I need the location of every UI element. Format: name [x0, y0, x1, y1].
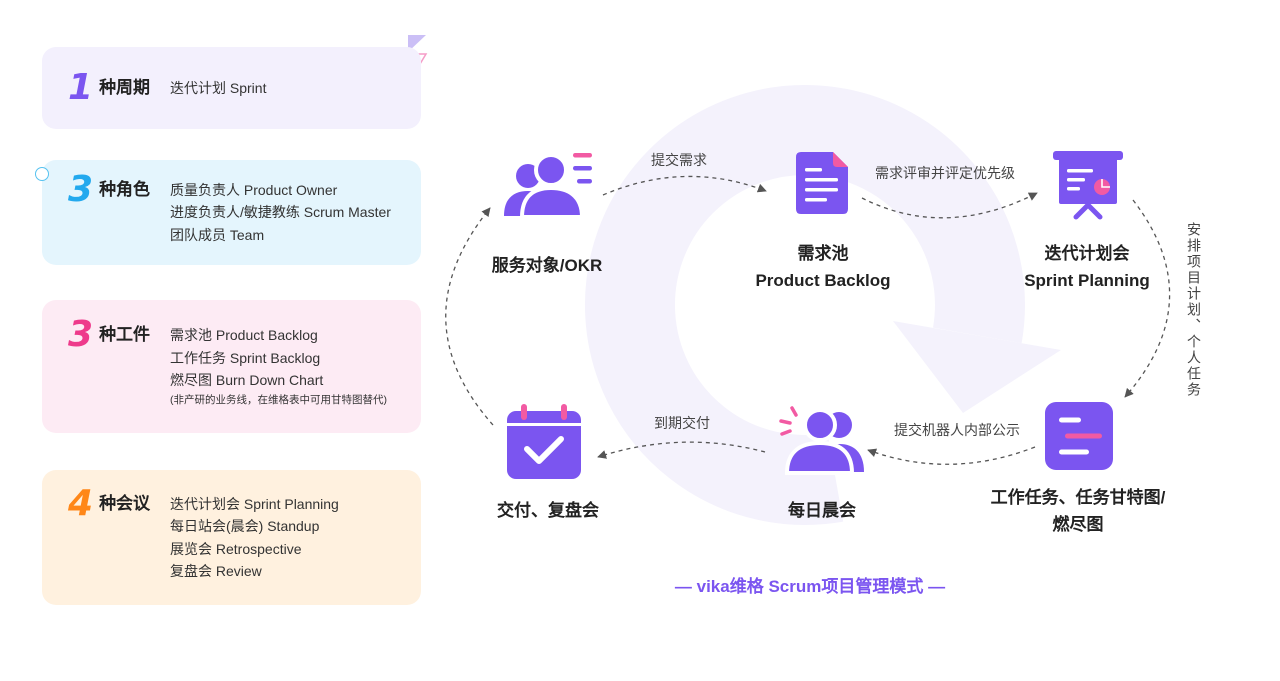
- circle-decoration: [35, 167, 49, 181]
- task-list-icon: [1045, 402, 1113, 470]
- card-line: 进度负责人/敏捷教练 Scrum Master: [170, 204, 391, 221]
- arrow-backlog-to-planning: [861, 192, 1038, 219]
- diagram-caption: — vika维格 Scrum项目管理模式 —: [674, 577, 946, 596]
- calendar-check-icon: [507, 404, 581, 479]
- card-line: 团队成员 Team: [170, 226, 265, 243]
- card-line: 燃尽图 Burn Down Chart: [170, 372, 324, 389]
- edge-label-review-prioritize: 需求评审并评定优先级: [875, 165, 1015, 181]
- card-line: 需求池 Product Backlog: [170, 327, 318, 344]
- card-line: 工作任务 Sprint Backlog: [170, 349, 321, 366]
- node-label-line: 需求池: [797, 244, 849, 263]
- card-title: 种周期: [99, 77, 151, 97]
- card-content: 3 种工件 需求池 Product Backlog 工作任务 Sprint Ba…: [42, 317, 387, 409]
- card-content: 3 种角色 质量负责人 Product Owner 进度负责人/敏捷教练 Scr…: [42, 171, 391, 247]
- arrow-tasks-to-standup: [867, 446, 1036, 465]
- arrow-standup-to-delivery: [597, 441, 766, 459]
- node-label-sprint-planning: 迭代计划会 Sprint Planning: [987, 240, 1187, 294]
- card-roles: 3 种角色 质量负责人 Product Owner 进度负责人/敏捷教练 Scr…: [42, 160, 421, 265]
- node-label-line: 燃尽图: [1052, 515, 1104, 534]
- card-line: 迭代计划会 Sprint Planning: [170, 495, 339, 512]
- card-lines: 迭代计划会 Sprint Planning 每日站会(晨会) Standup 展…: [170, 493, 339, 583]
- edge-label-deliver-on-due: 到期交付: [654, 415, 710, 431]
- node-label-line: 服务对象/OKR: [491, 256, 603, 275]
- node-label-line: Sprint Planning: [1024, 271, 1150, 290]
- node-label-daily-standup: 每日晨会: [722, 497, 922, 524]
- node-label-line: 每日晨会: [788, 501, 856, 520]
- card-meetings: 4 种会议 迭代计划会 Sprint Planning 每日站会(晨会) Sta…: [42, 470, 421, 605]
- card-cycle: 1 种周期 迭代计划 Sprint: [42, 47, 421, 129]
- arrow-delivery-to-okr: [445, 207, 494, 426]
- node-label-line: 迭代计划会: [1044, 244, 1130, 263]
- card-line: 每日站会(晨会) Standup: [170, 518, 320, 534]
- edge-label-bot-announce: 提交机器人内部公示: [894, 422, 1020, 438]
- node-label-line: 工作任务、任务甘特图/: [990, 488, 1166, 507]
- card-line: 复盘会 Review: [170, 563, 262, 579]
- card-artifacts: 3 种工件 需求池 Product Backlog 工作任务 Sprint Ba…: [42, 300, 421, 433]
- card-title: 种工件: [99, 325, 151, 345]
- arrow-planning-to-tasks: [1124, 199, 1171, 398]
- node-label-line: Product Backlog: [755, 271, 891, 290]
- users-icon: [504, 153, 592, 218]
- document-icon: [796, 152, 848, 214]
- arrow-okr-to-backlog: [602, 175, 767, 196]
- presentation-board-icon: [1053, 151, 1123, 220]
- node-label-tasks: 工作任务、任务甘特图/ 燃尽图: [958, 484, 1198, 538]
- card-line: 迭代计划 Sprint: [170, 79, 267, 96]
- node-label-product-backlog: 需求池 Product Backlog: [723, 240, 923, 294]
- card-lines: 质量负责人 Product Owner 进度负责人/敏捷教练 Scrum Mas…: [170, 179, 391, 247]
- node-label-line: 交付、复盘会: [497, 501, 599, 520]
- edge-label-submit-requirement: 提交需求: [651, 152, 707, 168]
- card-lines: 需求池 Product Backlog 工作任务 Sprint Backlog …: [170, 324, 387, 409]
- edge-label-schedule-tasks: 安排项目计划、个人任务: [1186, 222, 1202, 398]
- card-lines: 迭代计划 Sprint: [170, 77, 266, 100]
- card-line: 展览会 Retrospective: [170, 540, 302, 557]
- card-note: (非产研的业务线，在维格表中可用甘特图替代): [170, 393, 387, 406]
- team-meeting-icon: [779, 406, 864, 475]
- card-line: 质量负责人 Product Owner: [170, 181, 338, 198]
- card-title: 种会议: [99, 493, 151, 513]
- node-label-delivery-review: 交付、复盘会: [448, 497, 648, 524]
- card-title: 种角色: [99, 179, 151, 199]
- node-label-okr: 服务对象/OKR: [447, 252, 647, 279]
